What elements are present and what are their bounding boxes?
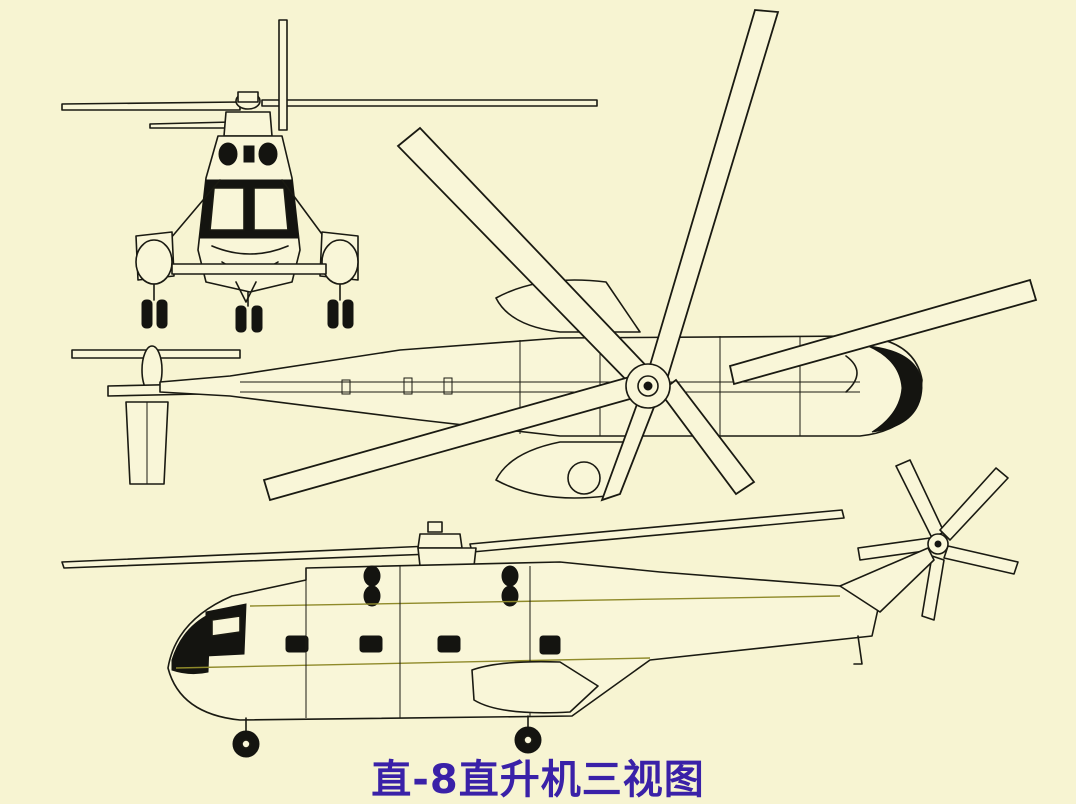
front-view-fuselage bbox=[197, 135, 301, 303]
front-view bbox=[61, 19, 598, 333]
side-view-tail-rotor bbox=[857, 459, 1019, 621]
front-view-landing-gear bbox=[141, 283, 354, 333]
top-view-fuselage bbox=[159, 335, 923, 437]
side-view-landing-gear bbox=[232, 715, 542, 758]
side-view-fuselage bbox=[167, 547, 935, 721]
top-view-main-rotor bbox=[262, 9, 1038, 502]
top-view-tail-rotor bbox=[71, 345, 241, 485]
front-view-sponsons bbox=[135, 179, 359, 285]
side-view bbox=[61, 459, 1019, 758]
top-view bbox=[71, 9, 1038, 502]
drawing-caption: 直-8直升机三视图 bbox=[371, 757, 705, 803]
side-view-main-rotor bbox=[61, 509, 845, 569]
front-view-main-rotor bbox=[61, 19, 598, 137]
